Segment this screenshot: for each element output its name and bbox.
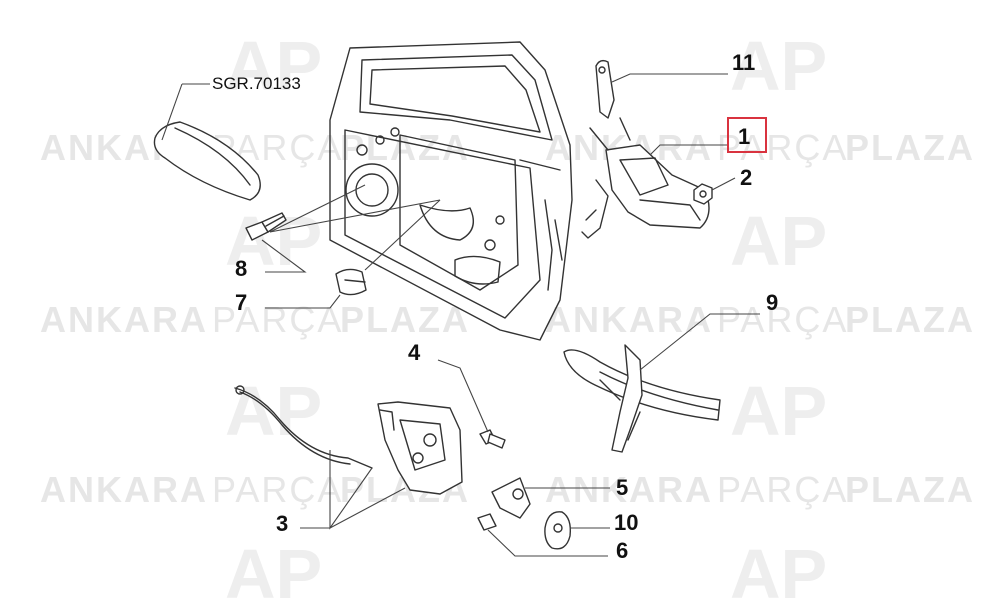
callout-4: 4: [408, 340, 421, 365]
callout-3: 3: [276, 511, 288, 536]
callout-10: 10: [614, 510, 638, 535]
part-10-gasket: 10: [544, 510, 638, 550]
watermark-layer: ANKARA PARÇA PLAZA ANKARA PARÇA PLAZA AN…: [40, 27, 975, 600]
part-2-nut: 2: [693, 165, 752, 205]
watermark-word: PLAZA: [340, 299, 470, 340]
part-6-screw: 6: [477, 513, 628, 563]
part-11-bracket: 11: [595, 50, 755, 119]
part-7-clip: 7: [235, 268, 367, 315]
watermark-row-2: ANKARA PARÇA PLAZA ANKARA PARÇA PLAZA: [40, 299, 975, 340]
watermark-word: PARÇA: [717, 469, 848, 510]
callout-1: 1: [738, 124, 750, 149]
callout-11: 11: [732, 50, 755, 75]
watermark-word: ANKARA: [40, 299, 208, 340]
watermark-logo: AP: [225, 372, 322, 450]
callout-7: 7: [235, 290, 247, 315]
door-speaker-opening: [345, 163, 399, 217]
part-3-latch-assembly: 3: [234, 385, 463, 536]
watermark-word: PARÇA: [717, 127, 848, 168]
watermark-word: ANKARA: [40, 469, 208, 510]
watermark-logo: AP: [730, 27, 827, 105]
watermark-logo: AP: [225, 27, 322, 105]
watermark-logo: AP: [225, 535, 322, 600]
watermark-word: PLAZA: [845, 299, 975, 340]
part-8-bolt: 8: [235, 212, 307, 281]
watermark-logo: AP: [730, 202, 827, 280]
part-4-screw: 4: [408, 340, 506, 449]
part-1-handle-assembly: 1: [581, 117, 767, 239]
watermark-word: PLAZA: [845, 127, 975, 168]
door-leader-lines: [269, 184, 441, 271]
callout-9: 9: [766, 290, 778, 315]
watermark-logo: AP: [730, 535, 827, 600]
watermark-word: PARÇA: [212, 299, 343, 340]
reference-code-label: SGR.70133: [212, 74, 301, 93]
callout-2: 2: [740, 165, 752, 190]
part-9-rod: 9: [563, 290, 778, 453]
watermark-logos: AP AP AP AP AP AP AP AP: [225, 27, 827, 600]
watermark-word: PARÇA: [717, 299, 848, 340]
watermark-logo: AP: [225, 202, 322, 280]
trim-cover-part: SGR.70133: [153, 74, 301, 201]
watermark-word: ANKARA: [545, 299, 713, 340]
door-panel: [329, 41, 573, 341]
watermark-word: ANKARA: [545, 469, 713, 510]
watermark-logo: AP: [730, 372, 827, 450]
watermark-word: PARÇA: [212, 469, 343, 510]
callout-8: 8: [235, 256, 247, 281]
callout-6: 6: [616, 538, 628, 563]
watermark-row-1: ANKARA PARÇA PLAZA ANKARA PARÇA PLAZA: [40, 127, 975, 168]
callout-5: 5: [616, 475, 628, 500]
highlight-box: [727, 117, 767, 153]
watermark-word: PLAZA: [845, 469, 975, 510]
part-5-striker: 5: [491, 475, 628, 519]
